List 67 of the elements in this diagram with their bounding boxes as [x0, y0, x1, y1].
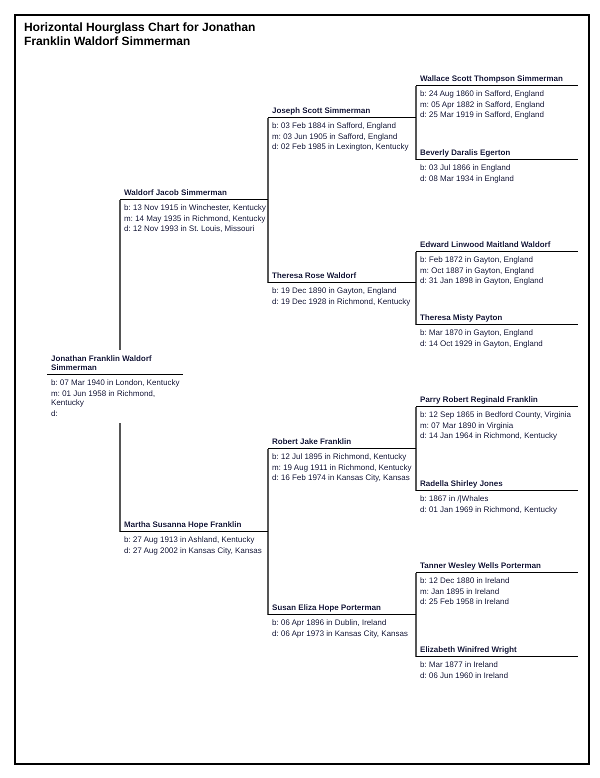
life-event-text: d: 06 Jun 1960 in Ireland	[420, 670, 510, 680]
life-event-text: d: 01 Jan 1969 in Richmond, Kentucky	[420, 504, 558, 514]
connector-line	[415, 118, 417, 160]
person-name: Jonathan Franklin Waldorf Simmerman	[50, 354, 153, 374]
chart-title: Horizontal Hourglass Chart for Jonathan Franklin Waldorf Simmerman	[24, 20, 256, 48]
life-event-text: d: 25 Mar 1919 in Safford, England	[420, 110, 545, 120]
life-event-text: d: 12 Nov 1993 in St. Louis, Missouri	[124, 224, 256, 234]
person-name: Tanner Wesley Wells Porterman	[419, 561, 542, 572]
connector-line	[415, 573, 417, 615]
person-name: Theresa Misty Payton	[419, 313, 504, 324]
life-event-text: m: 19 Aug 1911 in Richmond, Kentucky	[272, 462, 412, 472]
life-event-text: b: 19 Dec 1890 in Gayton, England	[272, 286, 398, 296]
life-event-text: b: 12 Dec 1880 in Ireland	[420, 576, 510, 586]
connector-line	[267, 532, 269, 615]
person-name: Beverly Daralis Egerton	[419, 148, 512, 159]
life-event-text: d: 27 Aug 2002 in Kansas City, Kansas	[124, 546, 263, 555]
life-event-text: b: Mar 1870 in Gayton, England	[420, 328, 534, 338]
connector-line	[267, 449, 269, 532]
person-name: Radella Shirley Jones	[419, 479, 504, 490]
person-name: Wallace Scott Thompson Simmerman	[419, 74, 564, 85]
life-event-text: d: 02 Feb 1985 in Lexington, Kentucky	[272, 142, 410, 152]
connector-line	[267, 118, 269, 200]
person-name: Robert Jake Franklin	[271, 437, 352, 448]
life-event-text: d: 25 Feb 1958 in Ireland	[420, 597, 510, 606]
person-name: Parry Robert Reginald Franklin	[419, 395, 539, 406]
life-event-text: d: 19 Dec 1928 in Richmond, Kentucky	[272, 296, 412, 306]
life-event-text: d: 14 Jan 1964 in Richmond, Kentucky	[420, 431, 558, 440]
connector-line	[415, 449, 417, 491]
person-name: Waldorf Jacob Simmerman	[123, 188, 228, 199]
life-event-text: b: Feb 1872 in Gayton, England	[420, 255, 534, 264]
life-event-text: m: Jan 1895 in Ireland	[420, 586, 500, 596]
life-event-text: b: 03 Feb 1884 in Safford, England	[272, 121, 397, 130]
life-event-text: b: 12 Sep 1865 in Bedford County, Virginia	[420, 410, 572, 420]
person-name: Elizabeth Winifred Wright	[419, 645, 518, 656]
connector-line	[119, 423, 121, 532]
life-event-text: d: 16 Feb 1974 in Kansas City, Kansas	[272, 473, 411, 482]
life-event-text: m: 03 Jun 1905 in Safford, England	[272, 132, 398, 141]
life-event-text: d:	[51, 408, 59, 418]
connector-line	[415, 615, 417, 657]
life-event-text: b: Mar 1877 in Ireland	[420, 660, 499, 670]
life-event-text: d: 14 Oct 1929 in Gayton, England	[420, 338, 544, 348]
connector-line	[415, 407, 417, 449]
connector-line	[415, 86, 417, 118]
person-name: Edward Linwood Maitland Waldorf	[419, 240, 552, 251]
life-event-text: b: 07 Mar 1940 in London, Kentucky	[51, 378, 181, 388]
life-event-text: d: 31 Jan 1898 in Gayton, England	[420, 276, 544, 286]
person-name: Joseph Scott Simmerman	[271, 106, 372, 117]
connector-line	[415, 252, 417, 283]
life-event-text: d: 08 Mar 1934 in England	[420, 174, 515, 183]
life-event-text: m: Oct 1887 in Gayton, England	[420, 266, 535, 275]
connector-line	[415, 283, 417, 325]
life-event-text: m: 07 Mar 1890 in Virginia	[420, 420, 514, 430]
life-event-text: b: 03 Jul 1866 in England	[420, 163, 512, 172]
life-event-text: b: 27 Aug 1913 in Ashland, Kentucky	[124, 535, 256, 544]
life-event-text: b: 12 Jul 1895 in Richmond, Kentucky	[272, 452, 408, 462]
life-event-text: b: 1867 in /|Whales	[420, 494, 490, 504]
life-event-text: b: 24 Aug 1860 in Safford, England	[420, 89, 545, 98]
life-event-text: d: 06 Apr 1973 in Kansas City, Kansas	[272, 628, 409, 638]
life-event-text: b: 13 Nov 1915 in Winchester, Kentucky	[124, 203, 266, 212]
life-event-text: b: 06 Apr 1896 in Dublin, Ireland	[272, 618, 388, 628]
life-event-text: m: 05 Apr 1882 in Safford, England	[420, 100, 546, 109]
person-name: Martha Susanna Hope Franklin	[123, 520, 242, 531]
connector-line	[119, 200, 121, 350]
connector-line	[267, 200, 269, 283]
life-event-text: m: 14 May 1935 in Richmond, Kentucky	[124, 214, 266, 223]
person-name: Theresa Rose Waldorf	[271, 271, 358, 282]
person-name: Susan Eliza Hope Porterman	[271, 603, 382, 614]
